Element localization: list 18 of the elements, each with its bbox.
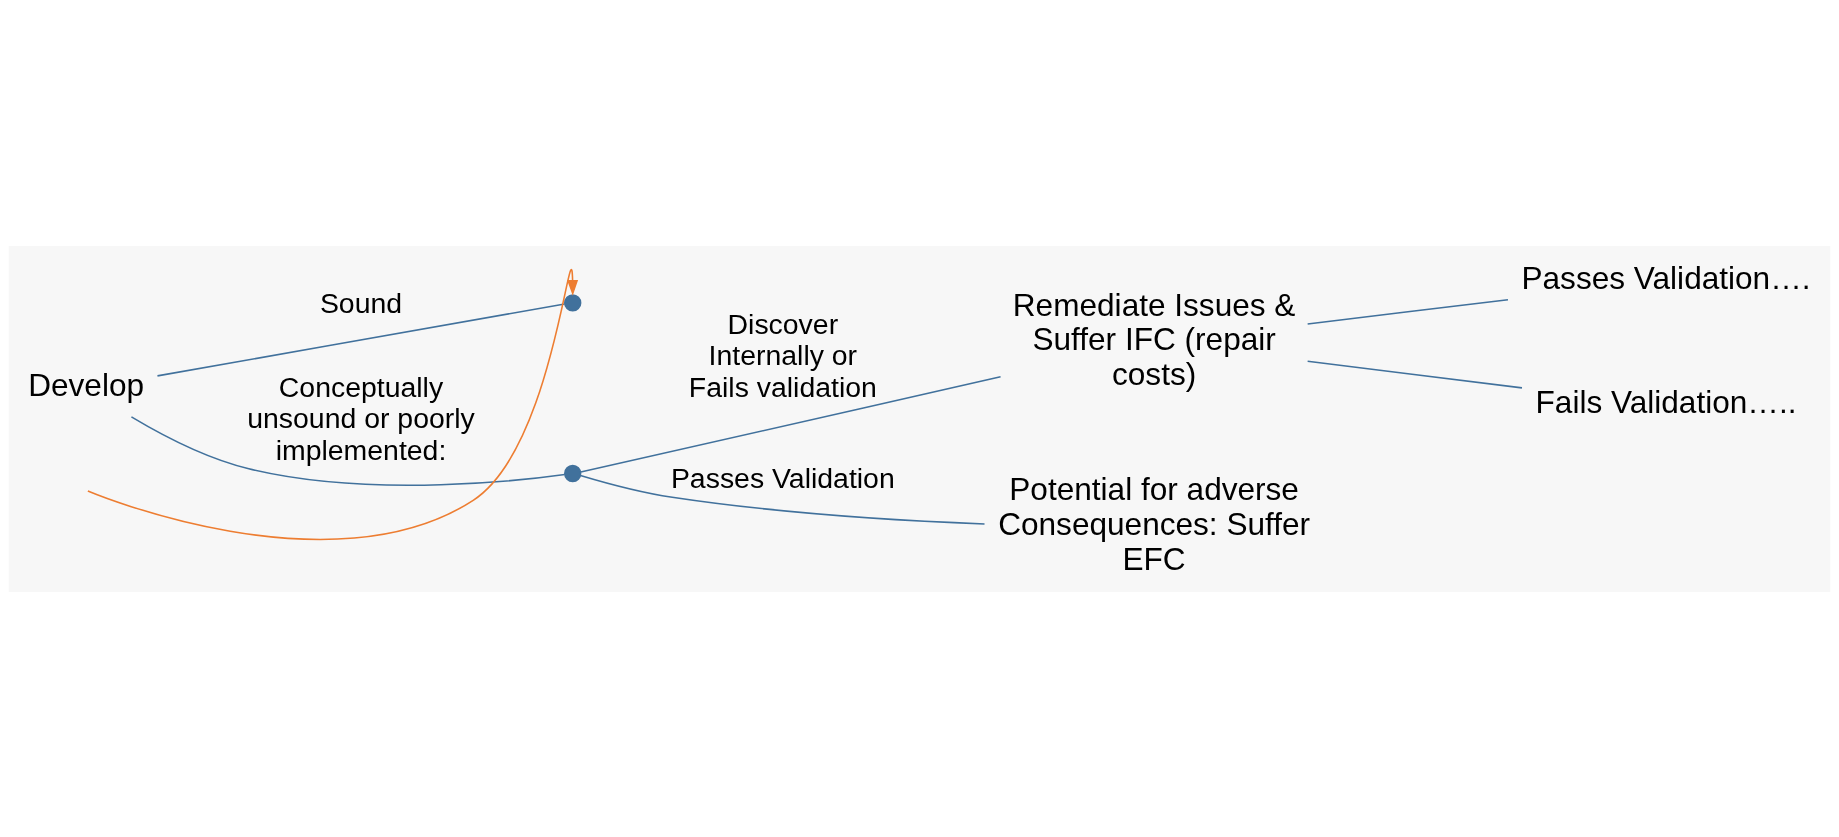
edge-label: Sound <box>319 286 403 319</box>
node-text: Develop <box>28 366 145 403</box>
node-text: Remediate Issues & Suffer IFC (repair costs) <box>1012 286 1296 392</box>
arrow <box>87 269 579 540</box>
edge-label: Conceptually unsound or poorly implemented: <box>247 370 475 466</box>
edge-label: Discover Internally or Fails validation <box>688 307 877 403</box>
connector <box>579 474 986 525</box>
connector <box>580 375 1002 473</box>
connector <box>156 302 566 377</box>
node-text: Potential for adverse Consequences: Suffer EFC <box>998 470 1311 577</box>
node-point <box>564 293 582 312</box>
connector <box>130 415 566 486</box>
node-text: Fails Validation….. <box>1535 383 1797 420</box>
connector <box>1306 359 1523 389</box>
connector <box>1306 298 1509 325</box>
node-point <box>564 464 582 482</box>
node-text: Passes Validation…. <box>1521 259 1811 296</box>
edge-label: Passes Validation <box>670 461 895 494</box>
